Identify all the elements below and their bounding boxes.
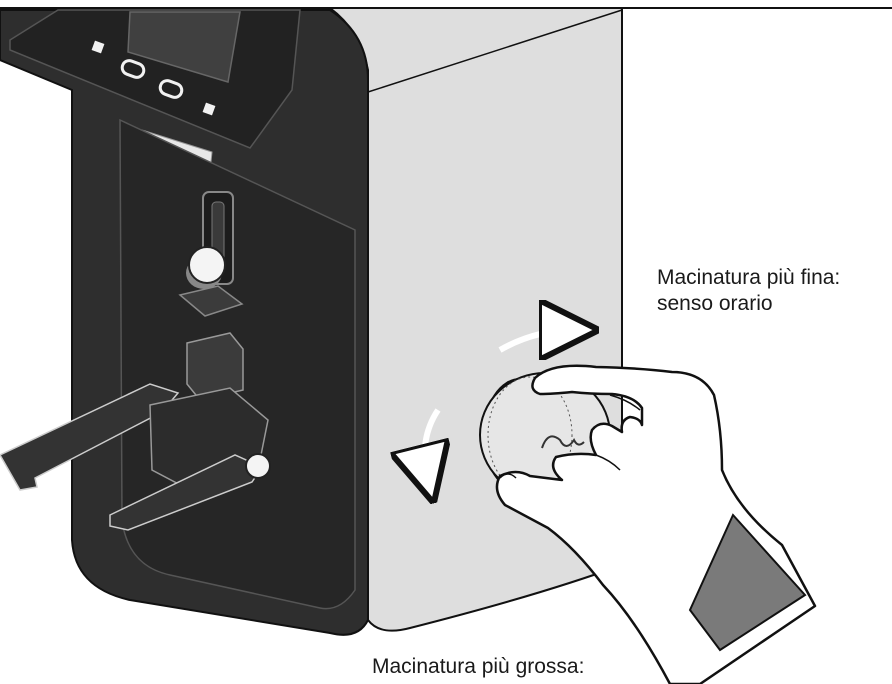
finger-line-2 xyxy=(595,454,621,471)
thumb-nail xyxy=(499,473,517,479)
grind-dial-scale xyxy=(487,376,573,494)
finer-grind-line2: senso orario xyxy=(657,292,773,315)
coarser-grind-annotation: Macinatura più grossa: xyxy=(372,654,584,680)
portafilter-hub xyxy=(245,453,271,479)
finer-grind-line1: Macinatura più fina: xyxy=(657,266,841,289)
portafilter-handle[interactable] xyxy=(0,383,180,491)
power-button[interactable] xyxy=(202,102,216,116)
cup-button-right[interactable] xyxy=(158,79,184,100)
side-panel-edge xyxy=(367,9,623,93)
clockwise-arrow xyxy=(498,330,575,350)
coarser-grind-line1: Macinatura più grossa: xyxy=(372,655,585,678)
sleeve xyxy=(688,513,807,652)
portafilter-lower-arm[interactable] xyxy=(109,454,264,531)
knob-holder xyxy=(178,285,244,317)
menu-button[interactable] xyxy=(91,40,105,54)
display-screen xyxy=(127,11,241,83)
adjust-knob[interactable] xyxy=(188,246,226,284)
finger-line-1 xyxy=(609,394,641,411)
cup-button-left[interactable] xyxy=(120,59,146,80)
small-cube xyxy=(186,332,244,401)
counterclockwise-arrow xyxy=(425,408,438,480)
brand-logo xyxy=(541,435,585,449)
finer-grind-annotation: Macinatura più fina: senso orario xyxy=(657,265,840,317)
